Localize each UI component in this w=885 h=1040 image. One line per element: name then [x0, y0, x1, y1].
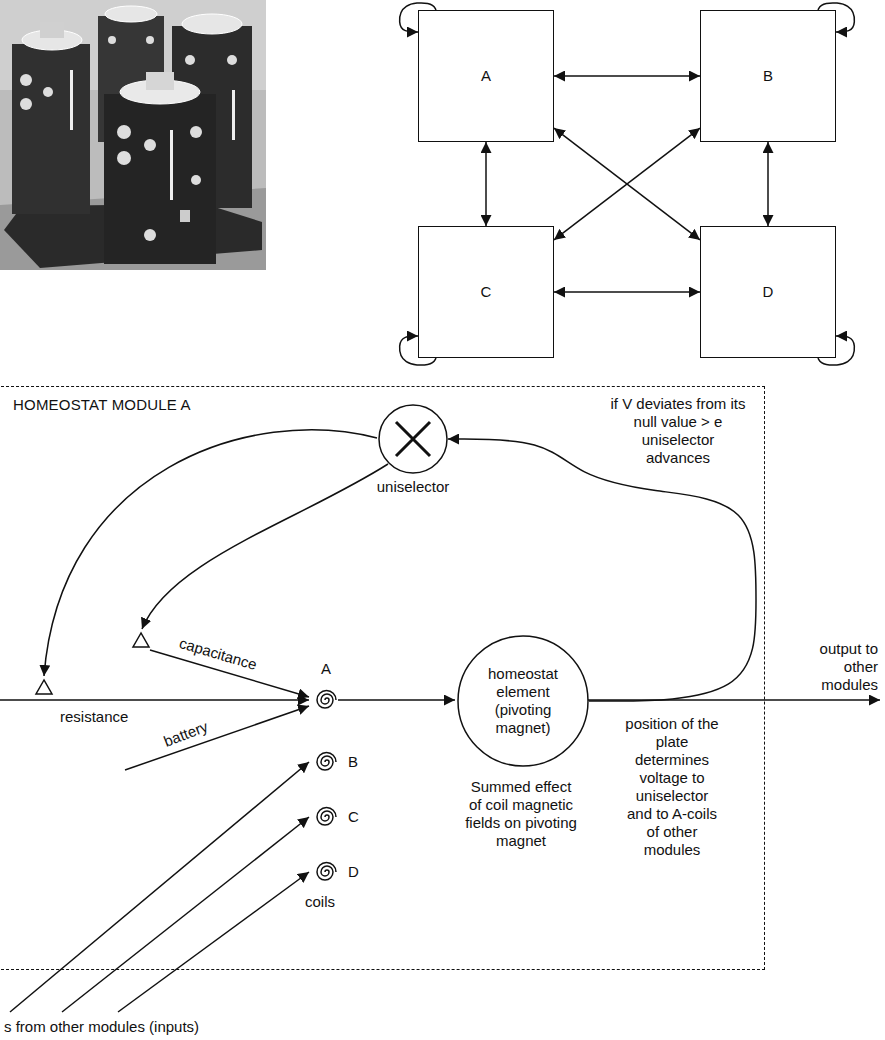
photo-knob: [108, 36, 116, 44]
delta-symbol: [133, 633, 149, 647]
photo-knobs: [20, 36, 237, 241]
coil-symbol: [317, 808, 336, 826]
photo-knob: [190, 126, 202, 138]
node-text: uniselector: [363, 478, 463, 496]
coil-wire: [338, 699, 455, 701]
connector-arrow: [554, 291, 700, 293]
photo-knob: [144, 229, 156, 241]
photo-bar: [70, 70, 73, 130]
connector-arrow: [554, 128, 700, 240]
input-wire: [62, 817, 309, 1012]
node-text: HOMEOSTAT MODULE A: [13, 396, 191, 414]
uniselector-wire: [44, 430, 377, 676]
node-text: C: [481, 283, 492, 301]
coil-label: coils: [305, 893, 335, 911]
node-text: homeostat element (pivoting magnet): [473, 665, 573, 737]
node-text: D: [763, 283, 774, 301]
photo-unit: [104, 94, 216, 264]
connector-arrow: [554, 128, 700, 240]
connector-arrow: [485, 142, 487, 226]
coil-label: B: [348, 753, 358, 771]
node-text: A: [481, 67, 491, 85]
uniselector-circle-outline: [379, 405, 447, 473]
input-label: s from other modules (inputs): [4, 1018, 199, 1036]
connector-arrow: [767, 142, 769, 226]
wire-label: capacitance: [177, 634, 259, 674]
connector-arrow: [554, 75, 700, 77]
module-box: B: [700, 10, 836, 142]
wire-label: battery: [161, 717, 210, 750]
photo-knob: [144, 139, 156, 151]
magnet-circle: homeostat element (pivoting magnet): [457, 635, 589, 767]
photo-knob: [20, 98, 32, 110]
resistance-wire: [0, 699, 309, 701]
cross-symbol: [396, 422, 430, 456]
photo-bowl: [182, 14, 242, 34]
photo-bar: [170, 130, 173, 200]
uniselector-circle: uniselector: [363, 404, 463, 500]
coil-label: D: [348, 863, 359, 881]
wire-label: resistance: [60, 708, 128, 726]
photo-knob: [191, 175, 201, 185]
connectors: [400, 3, 855, 701]
photo-knob: [20, 74, 32, 86]
module-box: C: [418, 226, 554, 358]
photo-knob: [146, 36, 154, 44]
uniselector-outline: [363, 404, 463, 476]
input-wire: [118, 872, 309, 1012]
magnet-circle-outline: [458, 636, 588, 766]
photo-knob: [185, 55, 195, 65]
output-label: output to other modules: [806, 640, 878, 694]
photo-background: [0, 0, 266, 270]
coil-symbol: [317, 863, 336, 881]
coil-symbol: [317, 753, 336, 771]
coil-symbol: [317, 691, 336, 709]
module-box: A: [418, 10, 554, 142]
uniselector-wire: [142, 464, 388, 629]
module-box: D: [700, 226, 836, 358]
delta-symbol: [36, 680, 52, 694]
photo-knob: [117, 151, 131, 165]
homeostat-photo: [0, 0, 266, 270]
coil-label: A: [321, 660, 331, 678]
input-wire: [10, 762, 309, 1012]
node-text: B: [763, 67, 773, 85]
photo-knob: [227, 55, 237, 65]
note-text: if V deviates from its null value > e un…: [610, 395, 746, 467]
photo-bar: [232, 90, 235, 140]
note-text: position of the plate determines voltage…: [622, 715, 722, 859]
photo-bowl: [40, 22, 64, 38]
battery-wire: [125, 706, 309, 770]
module-boundary: HOMEOSTAT MODULE A uniselector homeostat e…: [0, 386, 765, 970]
photo-bowl: [146, 72, 174, 90]
photo-knob: [43, 87, 53, 97]
photo-bowl: [105, 6, 157, 22]
photo-knob: [117, 125, 131, 139]
photo-unit: [12, 44, 90, 214]
note-text: Summed effect of coil magnetic fields on…: [465, 778, 577, 850]
module-wiring: [0, 430, 880, 1012]
coil-label: C: [348, 808, 359, 826]
photo-switch: [180, 210, 190, 222]
